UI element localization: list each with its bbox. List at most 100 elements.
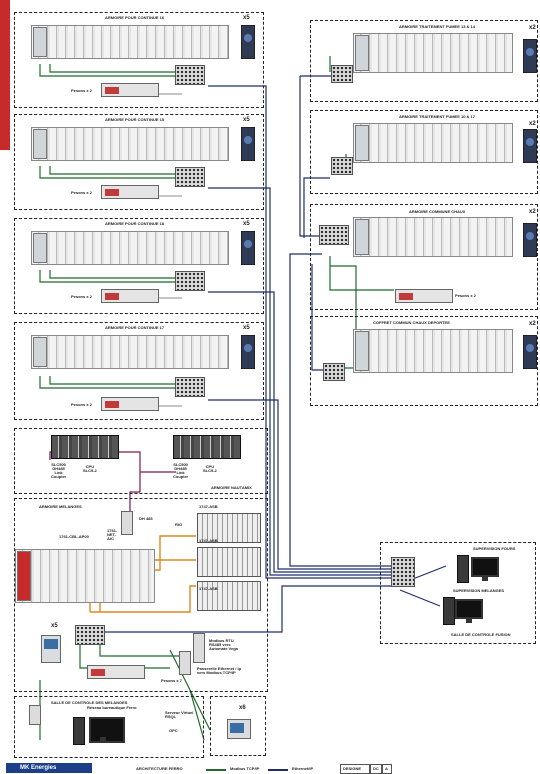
plc-rack [353,123,513,163]
armoire-qty: x5 [243,15,250,21]
ethernet-switch [175,65,205,85]
ethernet-ip-gateway [179,651,191,675]
pesons-label: Pesons x 2 [71,89,92,93]
armoire-qty: x2 [529,25,536,31]
legend-swatch-ethernet [268,769,288,771]
supervision-fours-label: SUPERVISION FOURS [473,547,515,551]
slc-module-left: SLC500 DH485 Link Coupler [51,463,66,479]
hmi-panel [227,719,251,739]
pesons-label: Pesons x 7 [161,679,182,683]
armoire-title: ARMOIRE COMMUNE CHAUX [409,210,465,214]
cpu-left: CPU SLC5-2 [83,465,97,473]
net-aic-device [121,511,133,535]
footer-cell-a: A [382,764,392,774]
x6-label: x6 [239,705,246,711]
slc500-left [51,435,119,459]
coffret-commun-chaux-deportee: COFFRET COMMUN CHAUX DEPORTEE x2 [310,316,538,406]
armoire-title: ARMOIRE TRAITEMENT FUMEE 10 & 17 [399,115,475,119]
rio-label: RIO [175,523,182,527]
supervision-melanges-label: SUPERVISION MELANGES [453,589,504,593]
modbus-gateway-vega [193,633,205,663]
pesons-label: Pesons x 2 [71,191,92,195]
ethernet-switch [391,557,415,587]
switch-device [29,705,41,725]
ethernet-switch [175,377,205,397]
armoire-qty: x5 [243,117,250,123]
armoire-continue-17: ARMOIRE POUR CONTINUE 17 x5 Pesons x 2 [14,322,264,420]
asb-rack-2 [197,547,261,577]
armoire-traitement-fumee-10-17: ARMOIRE TRAITEMENT FUMEE 10 & 17 x2 [310,110,538,194]
cable-label: 1761-CBL-AP00 [59,535,89,539]
melanges-title: ARMOIRE MELANGES [39,505,82,509]
armoire-traitement-fumee-13-14: ARMOIRE TRAITEMENT FUMEE 13 & 14 x2 [310,20,538,102]
armoire-title: ARMOIRE POUR CONTINUE 15 [105,118,164,122]
slc500-right [173,435,241,459]
footer-cell-dc: DC [370,764,382,774]
supervision-melanges-monitor [455,599,483,619]
peson-device [395,289,453,303]
ethernet-switch [319,225,349,245]
nautamix-title: ARMOIRE NAUTAMIX [211,486,252,490]
peson-device [101,397,159,411]
armoire-title: ARMOIRE TRAITEMENT FUMEE 13 & 14 [399,25,475,29]
opc-label: OPC [169,729,178,733]
pesons-label: Pesons x 2 [455,294,476,298]
mk-energies-logo: MK Energies [6,763,92,773]
salle-controle-fusion: SUPERVISION FOURS SUPERVISION MELANGES S… [380,542,536,644]
armoire-continue-18: ARMOIRE POUR CONTINUE 18 x5 Pesons x 2 [14,218,264,314]
plc-rack [353,329,513,373]
hmi-panel [241,231,255,265]
plc-rack [31,127,229,161]
dh485-label: DH 485 [139,517,153,521]
footer-cell-designe: DESIGNE [340,764,370,774]
armoire-melanges: ARMOIRE MELANGES 1761-CBL-AP00 DH 485 17… [14,498,268,692]
salle-fusion-label: SALLE DE CONTROLE FUSION [451,633,511,637]
melanges-qty: x5 [51,623,58,629]
armoire-title: ARMOIRE POUR CONTINUE 17 [105,326,164,330]
plc-rack [31,335,229,369]
legend-ethernet: Ethernet/IP [292,767,313,771]
armoire-qty: x2 [529,209,536,215]
plc-rack [353,33,513,73]
salle-controle-melanges: SALLE DE CONTROLE DES MELANGES Réseau bu… [14,696,204,758]
armoire-qty: x2 [529,321,536,327]
slc-module-right: SLC500 DH485 Link Coupler [173,463,188,479]
cpu-right: CPU SLC5-2 [203,465,217,473]
asb-label-1: 1747-ASB [199,505,218,509]
hmi-panel [523,129,537,163]
peson-device [101,185,159,199]
serveur-label: Serveur Virtuel RSQL [165,711,193,719]
pesons-label: Pesons x 2 [71,403,92,407]
ethernet-switch [331,65,353,83]
melanges-plc-rack [15,549,155,603]
armoire-qty: x5 [243,325,250,331]
hmi-panel [41,635,61,663]
ethernet-switch [175,271,205,291]
peson-device [101,83,159,97]
armoire-qty: x5 [243,221,250,227]
pesons-label: Pesons x 2 [71,295,92,299]
armoire-title: ARMOIRE POUR CONTINUE 16 [105,16,164,20]
brand-label: MK Energies [20,765,56,771]
hmi-panel [241,25,255,59]
armoire-title: ARMOIRE POUR CONTINUE 18 [105,222,164,226]
net-aic-label: 1761- NET- AIC [107,529,117,541]
supervision-fours-monitor [471,557,499,577]
hmi-panel [241,127,255,161]
peson-device [87,665,145,679]
x6-box: x6 [210,696,266,756]
armoire-qty: x2 [529,121,536,127]
plc-rack [31,231,229,265]
asb-label-2: 1747-ASB [199,539,218,543]
hmi-panel [523,335,537,369]
armoire-continue-16: ARMOIRE POUR CONTINUE 16 x5 Pesons x 2 [14,12,264,108]
peson-device [101,289,159,303]
armoire-continue-15: ARMOIRE POUR CONTINUE 15 x5 Pesons x 2 [14,114,264,210]
ethernet-switch [175,167,205,187]
legend-swatch-modbus [206,769,226,771]
legend-modbus: Modbus TCP/IP [230,767,259,771]
hmi-panel [241,335,255,369]
server-tower [457,555,469,583]
armoire-commune-chaux: ARMOIRE COMMUNE CHAUX x2 Pesons x 2 [310,204,538,310]
